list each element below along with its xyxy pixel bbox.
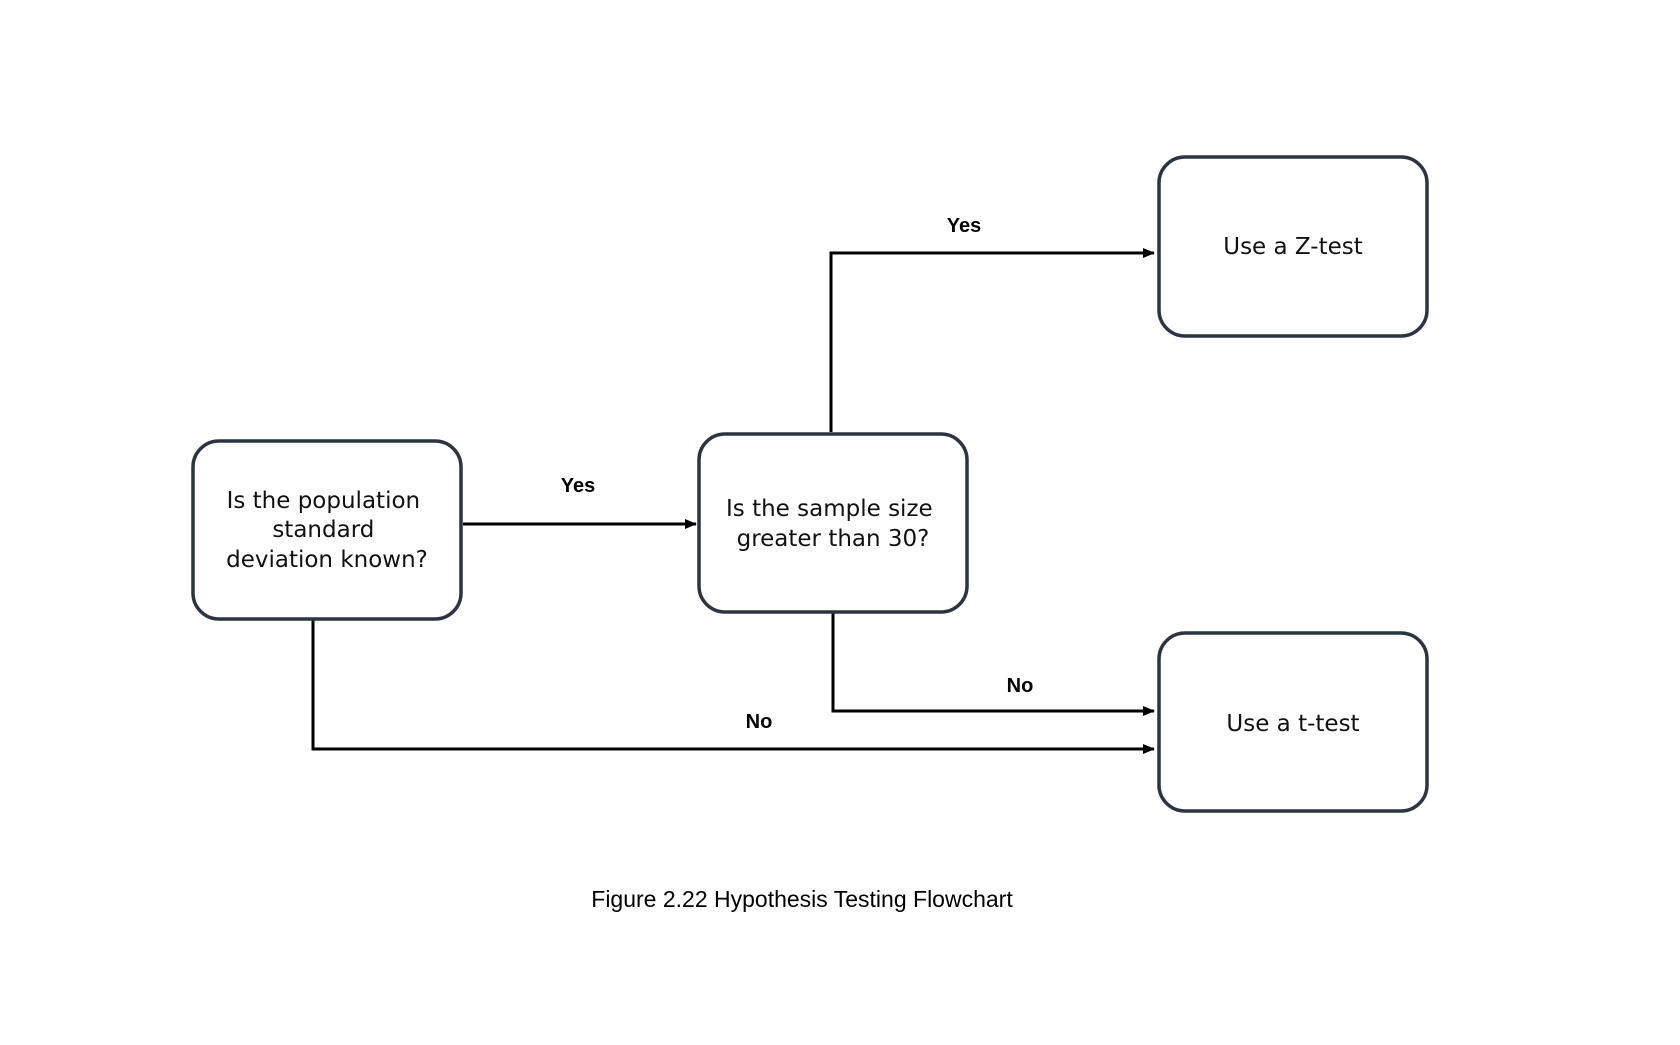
edge-label-sd-no: No <box>746 711 773 733</box>
node-population-sd-line-3: deviation known? <box>226 547 428 573</box>
node-z-test-label: Use a Z-test <box>1223 234 1363 260</box>
node-t-test-label: Use a t-test <box>1226 711 1359 737</box>
node-population-sd-line-2: standard <box>272 517 374 543</box>
edge-labels: Yes Yes No No <box>561 215 1034 733</box>
node-population-sd-text: Is the population standard deviation kno… <box>226 488 428 573</box>
edge-size-no <box>831 612 1155 716</box>
edges <box>311 248 1155 754</box>
node-sample-size-line-1: Is the sample size <box>726 496 933 522</box>
figure-caption: Figure 2.22 Hypothesis Testing Flowchart <box>591 886 1013 912</box>
node-t-test: Use a t-test <box>1157 631 1429 813</box>
node-sample-size-question: Is the sample size greater than 30? <box>697 432 969 614</box>
edge-sd-no <box>311 620 1155 754</box>
node-sample-size-line-2: greater than 30? <box>737 526 930 552</box>
node-z-test: Use a Z-test <box>1157 155 1429 338</box>
node-population-sd-line-1: Is the population <box>227 488 421 514</box>
edge-label-size-yes: Yes <box>947 215 981 237</box>
edge-label-sd-yes: Yes <box>561 475 595 497</box>
edge-label-size-no: No <box>1007 675 1034 697</box>
edge-size-yes <box>829 248 1155 432</box>
node-population-sd-question: Is the population standard deviation kno… <box>191 439 463 621</box>
node-sample-size-text: Is the sample size greater than 30? <box>726 496 940 552</box>
